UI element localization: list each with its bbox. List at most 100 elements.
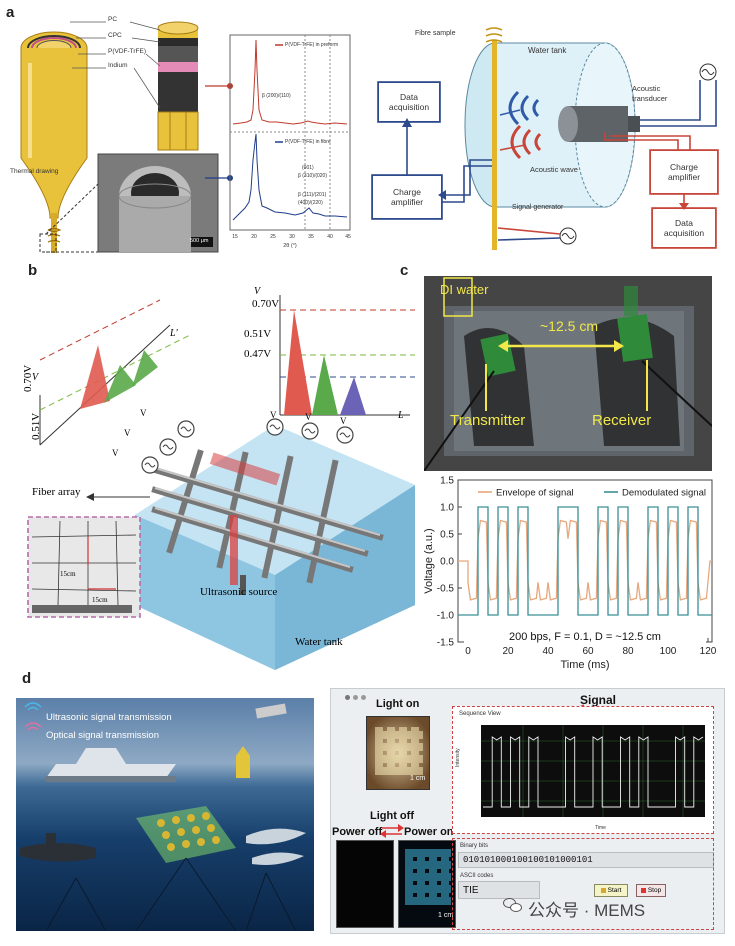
data-acquisition-box-right: Data acquisition [652,208,716,248]
right-peak-label-1: V [270,410,277,420]
x-tick-label: 80 [622,646,634,657]
right-peak-label-2: V [305,412,312,422]
y-tick-label: 0.0 [440,557,454,568]
sequence-ylabel: Intensity [455,748,461,767]
xrd-xlabel: 2θ (°) [283,243,297,249]
x-tick-label: 120 [700,646,717,657]
left-peak-label-2: V [124,428,131,438]
power-on-label: Power on [404,826,454,838]
ultrasonic-source-label: Ultrasonic source [200,586,278,598]
light-on-photo [366,716,430,790]
svg-text:25: 25 [270,234,276,240]
left-peak-axis-l: L' [170,328,178,339]
sequence-xlabel: Time [595,825,606,831]
y-tick-label: -1.0 [437,611,455,622]
panel-letter-a: a [6,4,15,21]
charge-amplifier-box-left: Charge amplifier [372,175,442,219]
legend-label-0: Envelope of signal [496,488,574,499]
water-tank-label-b: Water tank [295,636,343,648]
inset-15cm-horizontal: 15cm [92,596,108,604]
acoustic-wave-label: Acoustic wave [530,165,578,174]
sequence-view-panel: Sequence View Intensity Time [452,706,714,834]
xrd-preform-legend: P(VDF-TrFE) in preform [285,42,339,48]
right-peak-axis-v: V [254,286,261,297]
data-acquisition-box-left: Data acquisition [378,82,440,122]
left-peak-label-3: V [112,448,119,458]
left-peak-v-bot: 0.51V [30,412,42,440]
ascii-codes-field[interactable]: TIE [458,881,540,899]
xrd-fibre-peak2: β (310)/(020) [298,173,327,179]
stop-button[interactable]: Stop [636,884,666,897]
window-dot-icon[interactable] [353,695,358,700]
svg-text:15: 15 [232,234,238,240]
xrd-x-ticks: 15 20 25 30 35 40 45 [232,234,351,240]
ui-dashed-frame [452,838,714,930]
sequence-plot [481,725,705,817]
x-tick-label: 60 [582,646,594,657]
tank-photo [424,276,712,471]
sem-scale-label: 500 μm [190,238,209,244]
binary-bits-label: Binary bits [460,843,489,849]
ascii-codes-value: TIE [463,885,479,896]
svg-text:20: 20 [251,234,257,240]
svg-text:40: 40 [327,234,333,240]
xrd-preform-peak: β (200)/(110) [262,93,291,99]
series-line-0 [458,519,712,601]
x-tick-label: 40 [542,646,554,657]
svg-text:30: 30 [289,234,295,240]
ocean-scene [16,698,314,931]
layer-label-indium: Indium [108,62,128,69]
ultrasonic-transmission-label: Ultrasonic signal transmission [46,712,172,723]
legend-label-1: Demodulated signal [622,488,706,499]
right-peak-v3: 0.47V [244,348,272,360]
stop-icon [640,888,646,893]
y-tick-label: 1.0 [440,503,454,514]
annotation: 200 bps, F = 0.1, D = ~12.5 cm [509,631,661,643]
panel-letter-c: c [400,262,409,279]
series-line-1 [458,506,712,616]
layer-label-pvdf: P(VDF-TrFE) [108,48,147,55]
x-tick-label: 0 [465,646,471,657]
scale-label-1: 1 cm [410,775,426,782]
x-axis-label: Time (ms) [560,659,609,671]
fiber-array-label: Fiber array [32,486,81,498]
ascii-codes-label: ASCII codes [460,873,494,879]
window-dot-icon[interactable] [345,695,350,700]
left-peak-axis-v: V [32,372,39,383]
window-dot-icon[interactable] [361,695,366,700]
light-on-label: Light on [376,698,420,710]
y-axis-label: Voltage (a.u.) [423,528,435,593]
thermal-drawing-label: Thermal drawing [10,168,59,175]
panel-letter-d: d [22,670,32,687]
x-tick-label: 100 [660,646,677,657]
water-tank-label-a: Water tank [528,46,567,55]
binary-bits-value: 010101000100100101000101 [463,855,593,865]
y-tick-label: -1.5 [437,638,455,649]
xrd-fibre-peak4: (400)/(220) [298,200,323,206]
optical-transmission-label: Optical signal transmission [46,730,159,741]
plot-frame [457,479,713,643]
y-tick-label: 0.5 [440,530,454,541]
panel-letter-b: b [28,262,38,279]
start-icon [600,888,606,893]
power-off-label: Power off [332,826,383,838]
sequence-view-title: Sequence View [459,711,501,717]
voltage-chart: -1.5 -1.0 -0.5 0.0 0.5 1.0 1.5 0 20 40 60 80 100 120T… [423,476,717,672]
fibre-sample-label: Fibre sample [415,30,456,37]
acoustic-setup [371,27,719,250]
xrd-fibre-peak3: β (111)/(201) [298,192,327,198]
receiver-label: Receiver [592,412,652,429]
acoustic-transducer-label: Acoustic transducer [632,84,668,103]
distance-label: ~12.5 cm [540,318,598,334]
x-tick-label: 20 [502,646,514,657]
power-on-photo [398,840,456,928]
scale-label-2: 1 cm [438,912,454,919]
light-off-label: Light off [370,810,414,822]
svg-text:45: 45 [345,234,351,240]
start-button[interactable]: Start [594,884,628,897]
y-tick-label: 1.5 [440,476,454,487]
y-tick-label: -0.5 [437,584,455,595]
charge-amplifier-box-right: Charge amplifier [650,150,718,194]
svg-text:35: 35 [308,234,314,240]
transmitter-label: Transmitter [450,412,526,429]
